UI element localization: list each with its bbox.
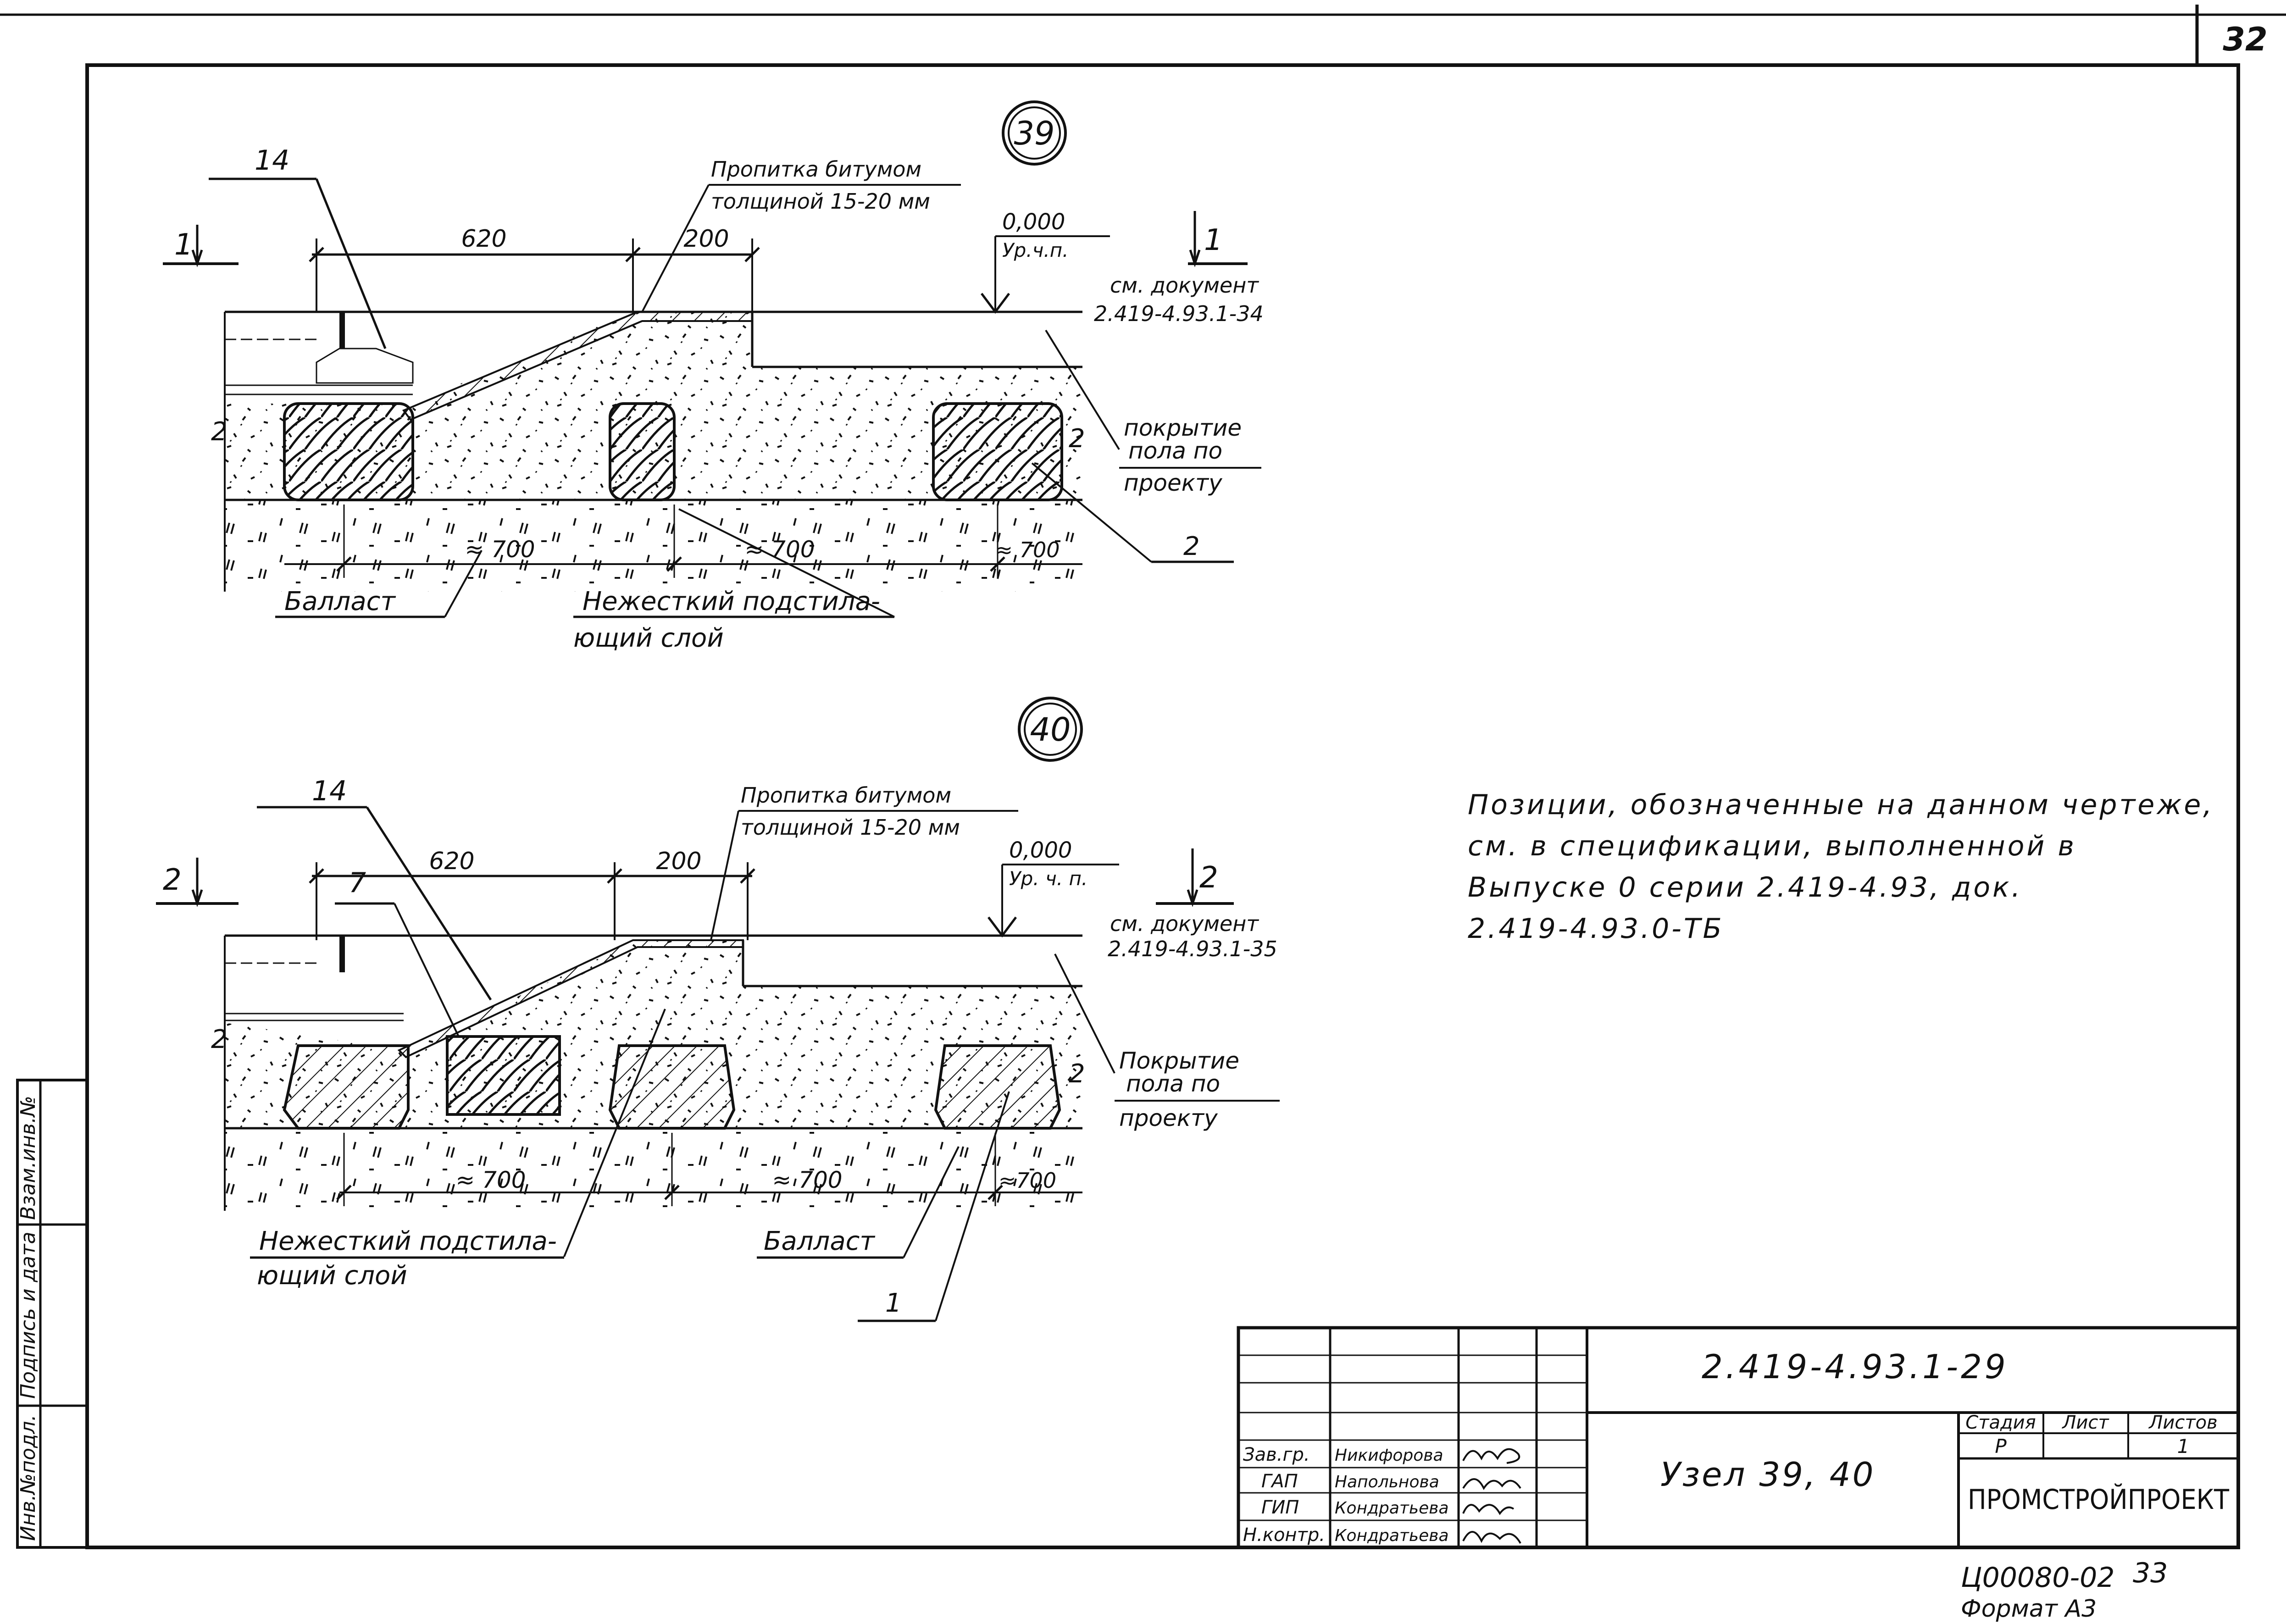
floor-label-1-d40: Покрытие <box>1119 1048 1239 1074</box>
pos-2-left-d40: 2 <box>211 1025 227 1054</box>
doc-code: 2.419-4.93.1-29 <box>1702 1347 2009 1386</box>
role-gap: ГАП <box>1261 1471 1298 1492</box>
detail-marker-40: 40 <box>1030 711 1071 748</box>
format-label: Формат А3 <box>1961 1595 2097 1623</box>
note-line-3: Выпуске 0 серии 2.419-4.93, док. <box>1468 871 2022 903</box>
floor-label-2-d39: пола по <box>1128 438 1222 464</box>
pos-7-d40: 7 <box>349 867 366 899</box>
impregnation-label-1-d39: Пропитка битумом <box>711 157 921 182</box>
copy-number: Ц00080-02 <box>1961 1562 2114 1594</box>
impregnation-label-2-d40: толщиной 15-20 мм <box>741 815 960 840</box>
sheet-header: Лист <box>2061 1412 2109 1433</box>
stage-value: Р <box>1995 1435 2007 1458</box>
note-line-2: см. в спецификации, выполненной в <box>1468 830 2076 862</box>
floor-label-2-d40: пола по <box>1126 1070 1220 1097</box>
note-line-4: 2.419-4.93.0-ТБ <box>1468 913 1724 945</box>
role-n-kontr: Н.контр. <box>1243 1524 1325 1546</box>
spacing-3-d40: ≈700 <box>999 1168 1056 1193</box>
side-stamp: Инв.№подл. Подпись и дата Взам.инв.№ <box>16 1079 89 1549</box>
drawing-title: Узел 39, 40 <box>1660 1455 1875 1494</box>
sheets-value: 1 <box>2177 1435 2190 1458</box>
detail-marker-39: 39 <box>1014 115 1054 152</box>
level-label-d40: Ур. ч. п. <box>1009 867 1088 890</box>
name-gap: Напольнова <box>1335 1473 1439 1491</box>
impregnation-label-1-d40: Пропитка битумом <box>741 783 951 808</box>
ballast-label-d39: Балласт <box>284 587 396 616</box>
side-podpis-data: Подпись и дата <box>17 1232 40 1399</box>
role-zav-gr: Зав.гр. <box>1243 1444 1310 1465</box>
pos-2-right-d40: 2 <box>1069 1059 1085 1089</box>
floor-label-3-d40: проекту <box>1119 1105 1218 1131</box>
dim-620-d40: 620 <box>429 848 474 875</box>
doc-ref-2-d39: 2.419-4.93.1-34 <box>1094 301 1264 326</box>
spacing-3-d39: ≈ 700 <box>995 538 1060 562</box>
impregnation-label-2-d39: толщиной 15-20 мм <box>711 189 930 214</box>
dim-200-d39: 200 <box>683 225 729 253</box>
sublayer-label-1-d40: Нежесткий подстила- <box>259 1226 557 1256</box>
signatures <box>1462 1448 1521 1544</box>
spacing-1-d39: ≈ 700 <box>465 536 535 563</box>
doc-ref-2-d40: 2.419-4.93.1-35 <box>1108 937 1277 961</box>
level-value-d39: 0,000 <box>1002 209 1065 235</box>
title-block: 2.419-4.93.1-29 Узел 39, 40 Стадия Лист … <box>1237 1326 2240 1549</box>
detail-39: 39 1 1 14 620 200 Пропитка битумом толщи… <box>163 100 1264 653</box>
spacing-2-d40: ≈ 700 <box>772 1167 842 1193</box>
level-value-d40: 0,000 <box>1009 837 1072 863</box>
pos-2-leader-d39: 2 <box>1183 532 1200 561</box>
spacing-1-d40: ≈ 700 <box>455 1167 526 1193</box>
section-mark-2-right: 2 <box>1199 861 1218 895</box>
pos-2-right-d39: 2 <box>1069 424 1085 454</box>
name-gip: Кондратьева <box>1335 1499 1449 1518</box>
copy-page: 33 <box>2133 1557 2168 1589</box>
section-mark-1-left: 1 <box>174 228 193 262</box>
floor-label-1-d39: покрытие <box>1124 415 1242 441</box>
sleepers-d39 <box>283 402 1063 501</box>
sheet-frame <box>0 5 2286 1549</box>
pos-2-left-d39: 2 <box>211 417 227 447</box>
side-inv-podl: Инв.№подл. <box>17 1414 40 1541</box>
pos-14-d39: 14 <box>255 144 289 177</box>
name-n-kontr: Кондратьева <box>1335 1526 1449 1545</box>
doc-ref-1-d39: см. документ <box>1110 273 1259 298</box>
name-zav-gr: Никифорова <box>1335 1446 1443 1465</box>
sublayer-label-1-d39: Нежесткий подстила- <box>583 587 880 616</box>
organization: ПРОМСТРОЙПРОЕКТ <box>1968 1483 2229 1516</box>
floor-label-3-d39: проекту <box>1124 470 1223 496</box>
level-label-d39: Ур.ч.п. <box>1002 239 1069 261</box>
note-line-1: Позиции, обозначенные на данном чертеже, <box>1468 789 2214 821</box>
stage-header: Стадия <box>1965 1412 2036 1433</box>
dim-200-d40: 200 <box>656 848 701 875</box>
dim-620-d39: 620 <box>461 225 506 253</box>
role-gip: ГИП <box>1261 1497 1299 1518</box>
doc-ref-1-d40: см. документ <box>1110 911 1259 936</box>
general-note: Позиции, обозначенные на данном чертеже,… <box>1468 789 2214 945</box>
sheets-header: Листов <box>2148 1412 2217 1433</box>
pos-1-d40: 1 <box>885 1288 902 1318</box>
sublayer-label-2-d39: ющий слой <box>573 623 724 653</box>
detail-marker-39-circle <box>1002 100 1067 166</box>
ballast-label-d40: Балласт <box>764 1226 875 1256</box>
section-mark-2-left: 2 <box>163 863 182 897</box>
detail-40: 40 2 2 14 7 620 200 Пропитка битумом тол… <box>156 697 1280 1322</box>
section-mark-1-right: 1 <box>1204 223 1223 257</box>
spacing-2-d39: ≈ 700 <box>744 536 815 563</box>
pos-14-d40: 14 <box>312 775 347 807</box>
sublayer-label-2-d40: ющий слой <box>257 1261 407 1291</box>
sleepers-d40 <box>283 1035 1061 1130</box>
page-number: 32 <box>2223 21 2267 58</box>
side-vzam-inv: Взам.инв.№ <box>17 1096 40 1220</box>
